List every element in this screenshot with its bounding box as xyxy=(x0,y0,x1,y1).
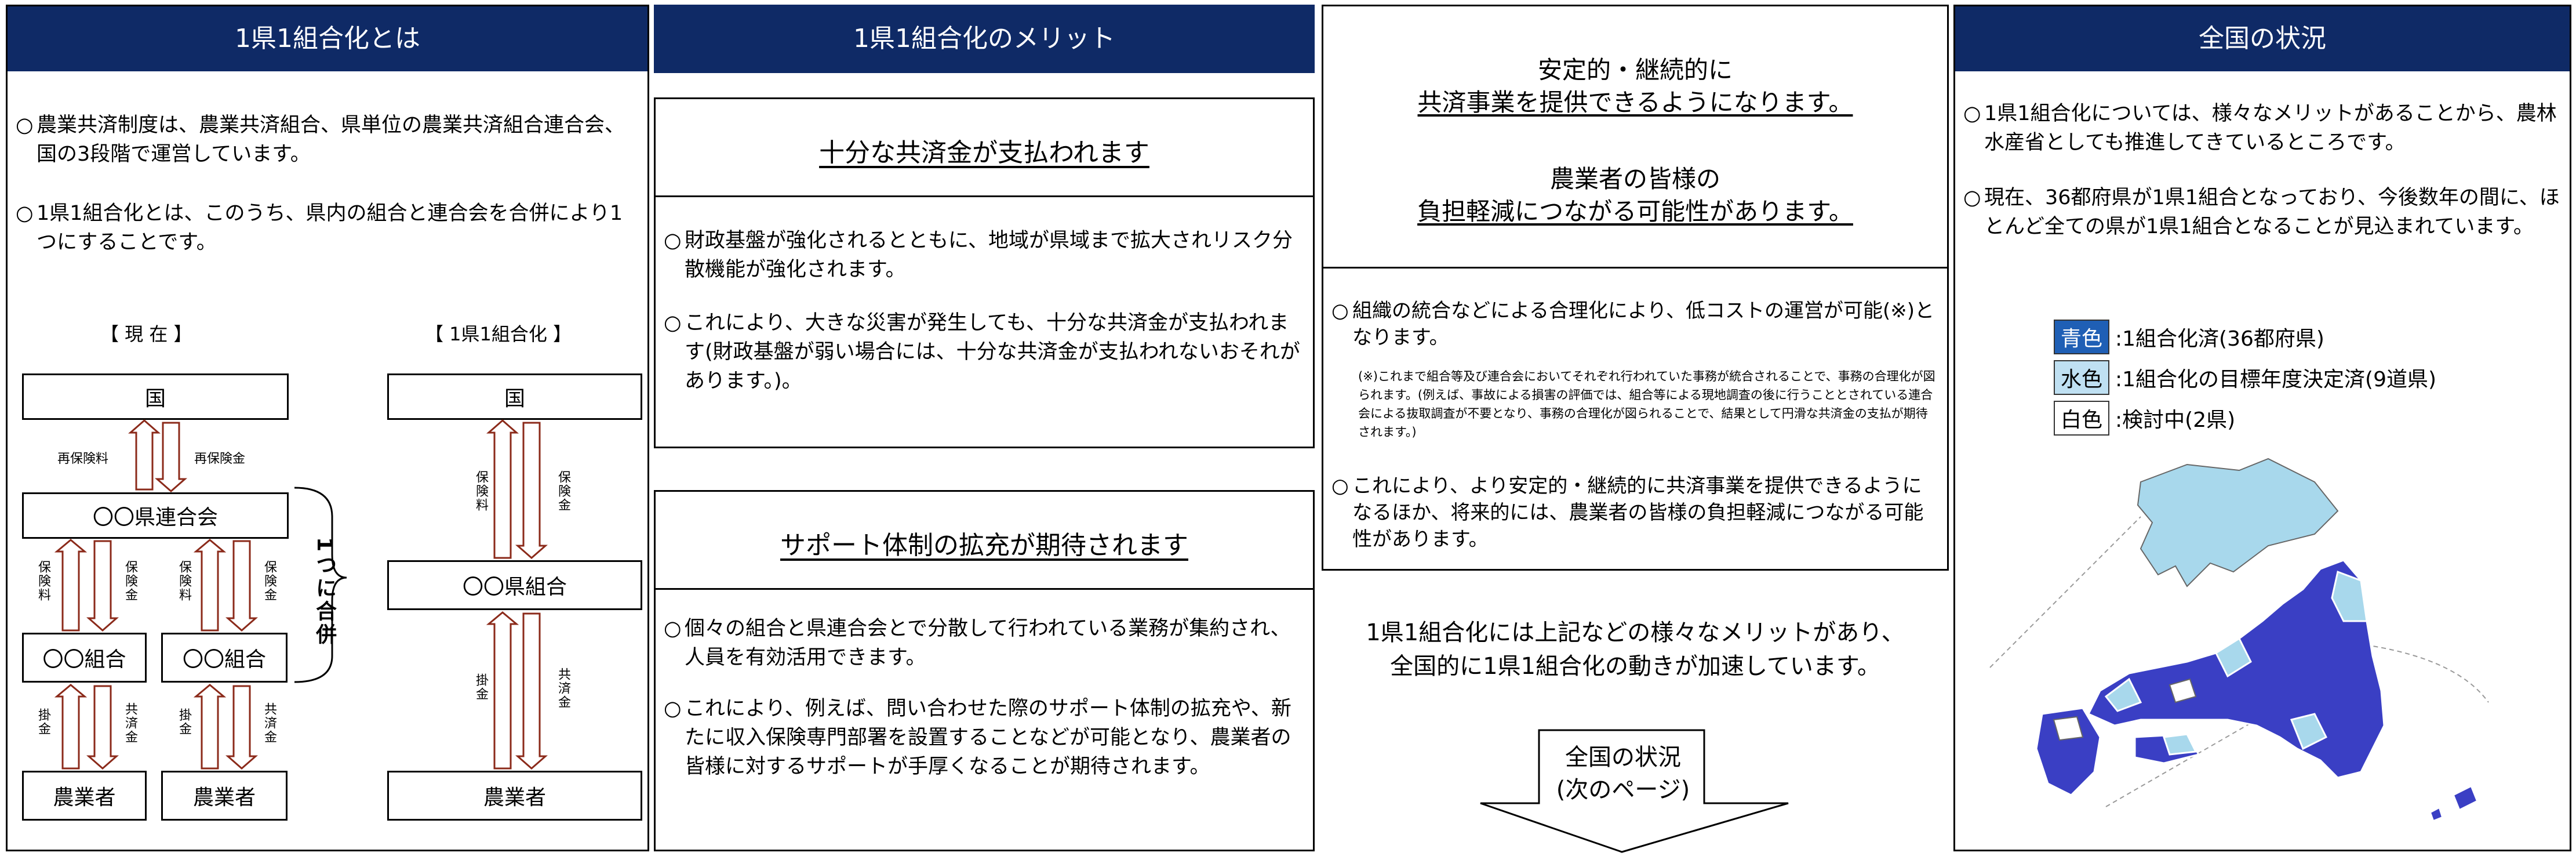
merit3-title-box: 安定的・継続的に 共済事業を提供できるようになります。 農業者の皆様の 負担軽減… xyxy=(1322,5,1949,269)
box-nogyosha-2: 農業者 xyxy=(161,771,288,821)
box-nogyosha-1: 農業者 xyxy=(22,771,147,821)
merit2-body-box: ○ 個々の組合と県連合会とで分散して行われている業務が集約され、人員を有効活用で… xyxy=(654,588,1315,851)
merit2-bullet-2: ○ これにより、例えば、問い合わせた際のサポート体制の拡充や、新たに収入保険専門… xyxy=(664,694,1301,781)
legend-text-pending: :検討中(2県) xyxy=(2115,408,2236,432)
circle-bullet-icon: ○ xyxy=(1331,299,1349,322)
diagram-current-label: 【 現 在 】 xyxy=(100,323,192,345)
label-hokenryo-1: 保険料 xyxy=(36,560,50,602)
merit1-title: 十分な共済金が支払われます xyxy=(819,138,1149,168)
panel4-bullet-2: ○ 現在、36都府県が1県1組合となっており、今後数年の間に、ほとんど全ての県が… xyxy=(1963,183,2560,241)
japan-map xyxy=(1989,458,2489,822)
diagram-after-label: 【 1県1組合化 】 xyxy=(425,323,572,345)
label-saihokenryo: 再保険料 xyxy=(57,452,109,466)
merit2-title-box: サポート体制の拡充が期待されます xyxy=(654,490,1315,590)
panel-nationwide-status: 全国の状況 ○ 1県1組合化については、様々なメリットがあることから、農林水産省… xyxy=(1953,5,2571,851)
label-kyosaikin-2: 共済金 xyxy=(262,702,276,744)
circle-bullet-icon: ○ xyxy=(664,311,682,335)
box-rengokai: 〇〇県連合会 xyxy=(22,492,289,539)
panel2-header: 1県1組合化のメリット xyxy=(656,6,1313,71)
map-region-target-3 xyxy=(2290,713,2328,750)
merit1-bullet-1: ○ 財政基盤が強化されるとともに、地域が県域まで拡大されリスク分散機能が強化され… xyxy=(664,226,1301,284)
merit3-title-2-line1: 農業者の皆様の xyxy=(1549,165,1720,193)
merit3-body-box: ○ 組織の統合などによる合理化により、低コストの運営が可能(※)となります。 (… xyxy=(1322,267,1949,571)
panel-what-is-1pref1union: 1県1組合化とは ○ 農業共済制度は、農業共済組合、県単位の農業共済組合連合会、… xyxy=(6,5,649,851)
label-kakekin-after: 掛金 xyxy=(474,673,488,701)
panel4-header: 全国の状況 xyxy=(1955,6,2570,71)
panel1-bullet-1: ○ 農業共済制度は、農業共済組合、県単位の農業共済組合連合会、国の3段階で運営し… xyxy=(16,111,636,169)
map-region-target-2 xyxy=(2215,637,2252,678)
panel-merits-header-box: 1県1組合化のメリット xyxy=(654,5,1315,73)
circle-bullet-icon: ○ xyxy=(1331,474,1349,498)
circle-bullet-icon: ○ xyxy=(664,617,682,640)
merit-summary: 1県1組合化には上記などの様々なメリットがあり、 全国的に1県1組合化の動きが加… xyxy=(1322,616,1949,683)
next-page-arrow-line1: 全国の状況 xyxy=(1565,744,1681,771)
legend-swatch-done: 青色 xyxy=(2054,320,2110,354)
box-kumiai-2: 〇〇組合 xyxy=(161,633,288,683)
merit2-bullet-1: ○ 個々の組合と県連合会とで分散して行われている業務が集約され、人員を有効活用で… xyxy=(664,614,1301,672)
map-boundary-line xyxy=(2105,719,2257,807)
map-region-okinawa xyxy=(2453,785,2478,811)
legend-text-done: :1組合化済(36都府県) xyxy=(2115,327,2324,351)
box-nogyosha-after: 農業者 xyxy=(387,771,642,821)
box-kuni-after: 国 xyxy=(387,373,642,420)
label-kakekin-1: 掛金 xyxy=(36,708,50,736)
legend-text-target: :1組合化の目標年度決定済(9道県) xyxy=(2115,368,2437,391)
circle-bullet-icon: ○ xyxy=(664,229,682,252)
label-hokenkin-after: 保険金 xyxy=(556,470,570,512)
map-region-pending-1 xyxy=(2169,678,2197,703)
diagram-arrows xyxy=(54,419,548,770)
next-page-arrow-line2: (次のページ) xyxy=(1556,777,1690,803)
merit-summary-line2: 全国的に1県1組合化の動きが加速しています。 xyxy=(1390,653,1880,680)
map-region-pending-2 xyxy=(2053,716,2084,741)
merge-label: 1つに合併 xyxy=(312,537,336,647)
next-page-arrow-label: 全国の状況 (次のページ) xyxy=(1539,741,1707,806)
merit3-bullet-1: ○ 組織の統合などによる合理化により、低コストの運営が可能(※)となります。 xyxy=(1331,298,1940,351)
label-kyosaikin-1: 共済金 xyxy=(123,702,137,744)
merit3-title-1: 安定的・継続的に 共済事業を提供できるようになります。 xyxy=(1323,54,1947,119)
merit3-title-2: 農業者の皆様の 負担軽減につながる可能性があります。 xyxy=(1323,163,1947,228)
map-region-hokkaido xyxy=(2137,458,2339,587)
map-boundary-line xyxy=(1989,516,2141,668)
panel4-bullet-1: ○ 1県1組合化については、様々なメリットがあることから、農林水産省としても推進… xyxy=(1963,99,2560,157)
circle-bullet-icon: ○ xyxy=(16,202,34,225)
merit3-bullet-2: ○ これにより、より安定的・継続的に共済事業を提供できるようになるほか、将来的に… xyxy=(1331,473,1940,553)
merit-summary-line1: 1県1組合化には上記などの様々なメリットがあり、 xyxy=(1366,619,1905,646)
label-hokenryo-after: 保険料 xyxy=(474,470,488,512)
label-saihokenkin: 再保険金 xyxy=(194,452,246,466)
merit2-title: サポート体制の拡充が期待されます xyxy=(780,531,1188,560)
circle-bullet-icon: ○ xyxy=(16,114,34,137)
panel1-header: 1県1組合化とは xyxy=(8,6,647,71)
circle-bullet-icon: ○ xyxy=(1963,102,1981,125)
merit3-title-2-line2: 負担軽減につながる可能性があります。 xyxy=(1417,197,1853,226)
panel1-bullet-2: ○ 1県1組合化とは、このうち、県内の組合と連合会を合併により1つにすることです… xyxy=(16,199,636,257)
legend-row-pending: 白色 :検討中(2県) xyxy=(2054,401,2235,436)
map-region-target-5 xyxy=(2162,733,2197,756)
merit1-bullet-2: ○ これにより、大きな災害が発生しても、十分な共済金が支払われます(財政基盤が弱… xyxy=(664,309,1301,396)
map-region-kyushu xyxy=(2035,707,2101,796)
box-merged-kumiai: 〇〇県組合 xyxy=(387,560,642,610)
next-page-arrow-icon xyxy=(1480,729,1789,853)
label-hokenkin-2: 保険金 xyxy=(262,560,276,602)
merit3-footnote: (※)これまで組合等及び連合会においてそれぞれ行われていた事務が統合されることで… xyxy=(1358,369,1935,439)
legend-row-target: 水色 :1組合化の目標年度決定済(9道県) xyxy=(2054,360,2436,395)
legend-row-done: 青色 :1組合化済(36都府県) xyxy=(2054,320,2324,354)
circle-bullet-icon: ○ xyxy=(664,697,682,720)
merit3-title-1-line2: 共済事業を提供できるようになります。 xyxy=(1417,88,1853,117)
legend-swatch-pending: 白色 xyxy=(2054,401,2110,436)
label-hokenkin-1: 保険金 xyxy=(123,560,137,602)
box-kumiai-1: 〇〇組合 xyxy=(22,633,147,683)
map-region-okinawa-islands xyxy=(2429,807,2443,822)
merit1-title-box: 十分な共済金が支払われます xyxy=(654,97,1315,197)
box-kuni-current: 国 xyxy=(22,373,289,420)
merit3-title-1-line1: 安定的・継続的に xyxy=(1537,56,1733,84)
label-kyosaikin-after: 共済金 xyxy=(556,668,570,709)
label-hokenryo-2: 保険料 xyxy=(177,560,191,602)
legend-swatch-target: 水色 xyxy=(2054,360,2110,395)
circle-bullet-icon: ○ xyxy=(1963,186,1981,209)
merit1-body-box: ○ 財政基盤が強化されるとともに、地域が県域まで拡大されリスク分散機能が強化され… xyxy=(654,195,1315,448)
map-region-target-4 xyxy=(2104,677,2142,712)
label-kakekin-2: 掛金 xyxy=(177,708,191,736)
map-region-target-1 xyxy=(2331,570,2368,622)
